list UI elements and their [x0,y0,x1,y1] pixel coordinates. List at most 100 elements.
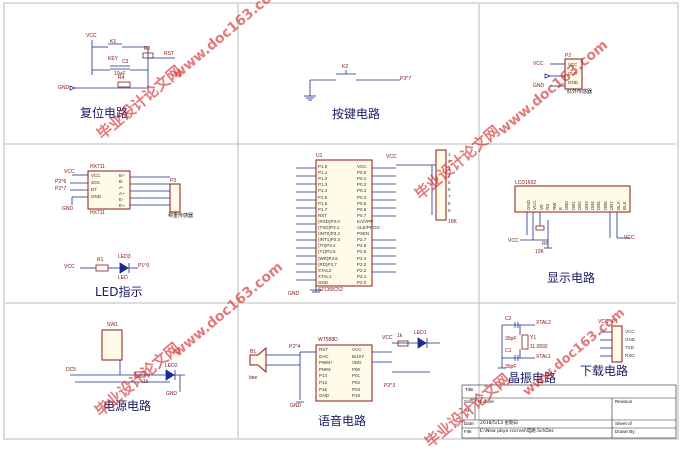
section-title-ir: 红外传感器 [567,89,593,95]
hx711-pin-r3: A- [119,185,124,190]
mcu-left-pins-item: (INT1)P3.3 [318,237,341,243]
r6-value-label: 10K [535,249,544,255]
download-circuit [600,331,612,357]
lcd-pins-item: DB3 [583,201,589,210]
tb-sheet-label: Sheet of [615,421,632,426]
ir-pin-3: GND [568,80,578,85]
tb-drawn-label: Drawn By: [615,429,636,434]
hx711-pin-r6: E+ [119,203,125,208]
mcu-left-pins-item: P1.5 [318,194,328,200]
mcu-left-pins-item: (RXD)P3.0 [318,218,340,224]
k1-label: K1 [110,39,117,45]
mcu-name-label: STC89C52 [318,287,343,293]
b1-label: B1 [250,349,257,355]
rst-label: RST [164,51,174,57]
lcd-pins-item: E [558,206,563,210]
mcu-right-pins-item: P0.1 [357,176,367,182]
tb-file-value: E:\New pbye rcorvel\电路.SchDoc [480,429,555,434]
mcu-right-pins-item: P0.3 [357,188,367,194]
led-vcc-label: VCC [64,264,75,270]
p37-label: P3^7 [400,76,412,82]
lcd-pins-item: GND [526,200,531,210]
wt588d-left-pin: GND [319,393,329,399]
mcu-left-pins-item: P1.3 [318,182,328,188]
wt588d-left-pin: P16 [319,386,328,392]
crystal-circuit [501,322,535,368]
k2-label: K2 [342,64,349,70]
wt588d-left-pin: RST [319,347,328,352]
header-nums-item: 2 [448,159,451,164]
mcu-right-pins-item: PSEN [357,231,370,237]
tb-number-label: Number [478,399,495,404]
c2-value-label: 30pF [505,336,517,342]
reset-vcc-label: VCC [86,33,97,39]
led2-label: LED2 [165,363,178,369]
p3-label: P3 [170,178,177,184]
ir-vcc-label: VCC [533,61,544,67]
mcu-wiring [296,164,440,292]
lcd-pins-item: DB6 [602,201,608,210]
lcd-module [514,185,631,213]
lcd-pins-item: BLA [615,201,621,210]
mcu-right-pins-item: ALE/PROG [357,225,381,230]
download-pin-4: RXD [625,353,635,358]
mcu-left-pins-item: P1.1 [318,170,328,176]
p24-label: P2^4 [289,344,301,350]
mcu-left-pins-item: P1.7 [318,206,328,212]
mcu-chip [315,159,373,287]
mcu-left-pins-item: P1.4 [318,188,328,194]
p3-header [169,183,181,213]
download-pin-3: TXD [625,345,634,350]
led3-label: LED3 [118,254,131,260]
mcu-right-pins-item: P2.5 [357,249,367,255]
hx711-net-1: P2^6 [55,179,67,185]
p2-header-block [435,149,447,221]
mcu-vcc-label: VCC [386,154,397,160]
lcd-pins-item: V0 [538,204,544,210]
mcu-right-pins-item: P0.6 [357,206,367,212]
xtal2-label: XTAL2 [536,320,551,326]
hx711-gnd-label: GND [62,206,74,212]
title-block [461,384,677,439]
c1-value-label: 30pF [505,364,517,370]
p2-label: P2 [565,53,572,59]
mcu-right-pins-item: P0.4 [357,194,367,200]
lcd-pins-item: DB0 [564,201,570,210]
c3-value-label: 10uF [114,71,126,77]
led1-label: LED1 [414,330,427,336]
c3-label: C3 [122,59,129,65]
mcu-right-pins-item: P0.7 [357,212,367,218]
ir-module [564,58,583,90]
key-label: KEY [108,56,119,62]
mcu-left-pins-item: (RD)P3.7 [318,261,337,267]
y1-label: Y1 [530,335,537,341]
lcd-pins-item: BLK [622,201,627,210]
reset-circuit [75,40,175,89]
r1-label: R1 [97,257,104,263]
mcu-right-pins-item: P2.0 [357,279,367,285]
mcu-right-pins-item: EA/VPP [357,218,374,224]
hx711-pin-l2: SCK [91,180,101,185]
power-r-label: 1k [143,379,149,385]
mcu-left-pins-item: XTAL2 [318,267,332,273]
wt588d-right-pin: P15 [352,393,361,399]
r6-label: R6 [542,241,549,247]
section-title-reset: 复位电路 [80,106,129,120]
mcu-left-pins-item: P1.6 [318,200,328,206]
header-nums-item: 9 [448,208,451,213]
sw1-switch [101,329,123,361]
wt588d-right-pin: P01 [352,373,361,379]
hx711-pin-l4: GND [91,194,101,199]
reset-gnd-label: GND [58,85,70,91]
hx711-pin-r1: B+ [119,173,125,178]
p1-label: P1 [612,319,619,325]
lcd-pins-item: DB5 [596,201,602,210]
speaker [249,346,267,374]
download-pin-1: VCC [625,329,635,334]
voice-vcc-label: VCC [382,335,393,341]
mcu-left-pins-item: GND [318,279,328,285]
tb-revision-label: Revision [615,399,633,404]
ir-pin-1: VCC [568,62,578,67]
ir-sensor-circuit [550,63,565,87]
mcu-right-pins-item: P2.6 [357,243,367,249]
